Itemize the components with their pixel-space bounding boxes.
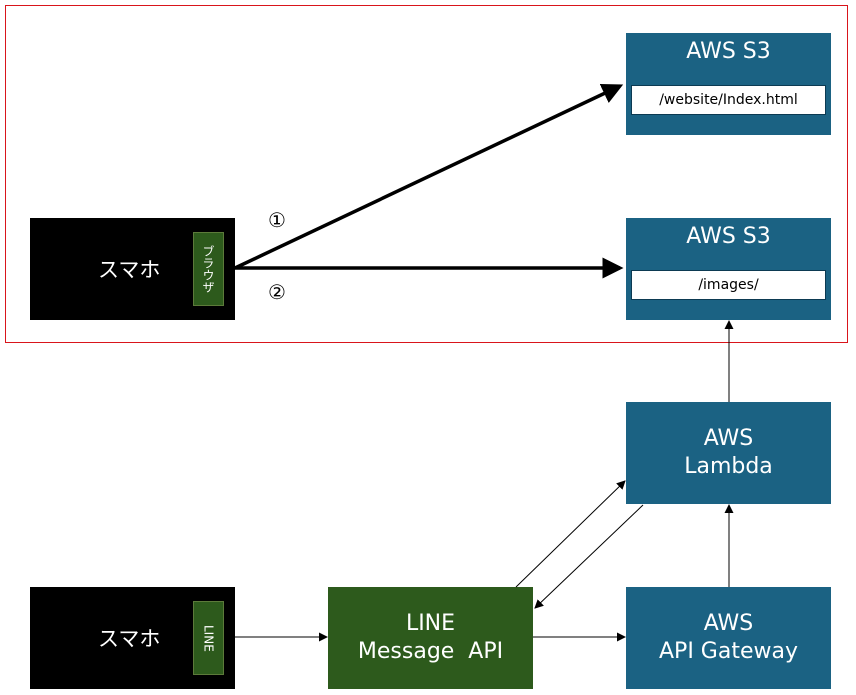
highlight-frame xyxy=(5,5,848,343)
s3-images-path: /images/ xyxy=(631,270,826,300)
s3-images-node: AWS S3 /images/ xyxy=(626,218,831,320)
step-two-marker: ② xyxy=(268,280,286,304)
arrow-lambda-to-line-api xyxy=(534,504,644,609)
lambda-node: AWS Lambda xyxy=(626,402,831,504)
line-tag: LINE xyxy=(193,601,224,675)
lambda-line1: AWS xyxy=(703,426,754,451)
line-api-line1: LINE xyxy=(405,611,456,636)
s3-website-node: AWS S3 /website/Index.html xyxy=(626,33,831,135)
gateway-line2: API Gateway xyxy=(659,639,798,664)
s3-website-title: AWS S3 xyxy=(686,39,771,64)
phone-browser-node: スマホ ブラウザ xyxy=(30,218,235,320)
api-gateway-node: AWS API Gateway xyxy=(626,587,831,689)
line-api-line2: Message API xyxy=(357,639,504,664)
phone-line-node: スマホ LINE xyxy=(30,587,235,689)
lambda-line2: Lambda xyxy=(684,454,773,479)
browser-tag: ブラウザ xyxy=(193,232,224,306)
arrow-line-api-to-lambda xyxy=(515,480,626,588)
s3-website-path: /website/Index.html xyxy=(631,85,826,115)
step-one-marker: ① xyxy=(268,208,286,232)
gateway-line1: AWS xyxy=(703,611,754,636)
phone-line-label: スマホ xyxy=(98,627,161,651)
phone-browser-label: スマホ xyxy=(98,258,161,282)
arrow-browser-to-s3-website xyxy=(234,83,624,270)
line-message-api-node: LINE Message API xyxy=(328,587,533,689)
s3-images-title: AWS S3 xyxy=(686,224,771,249)
